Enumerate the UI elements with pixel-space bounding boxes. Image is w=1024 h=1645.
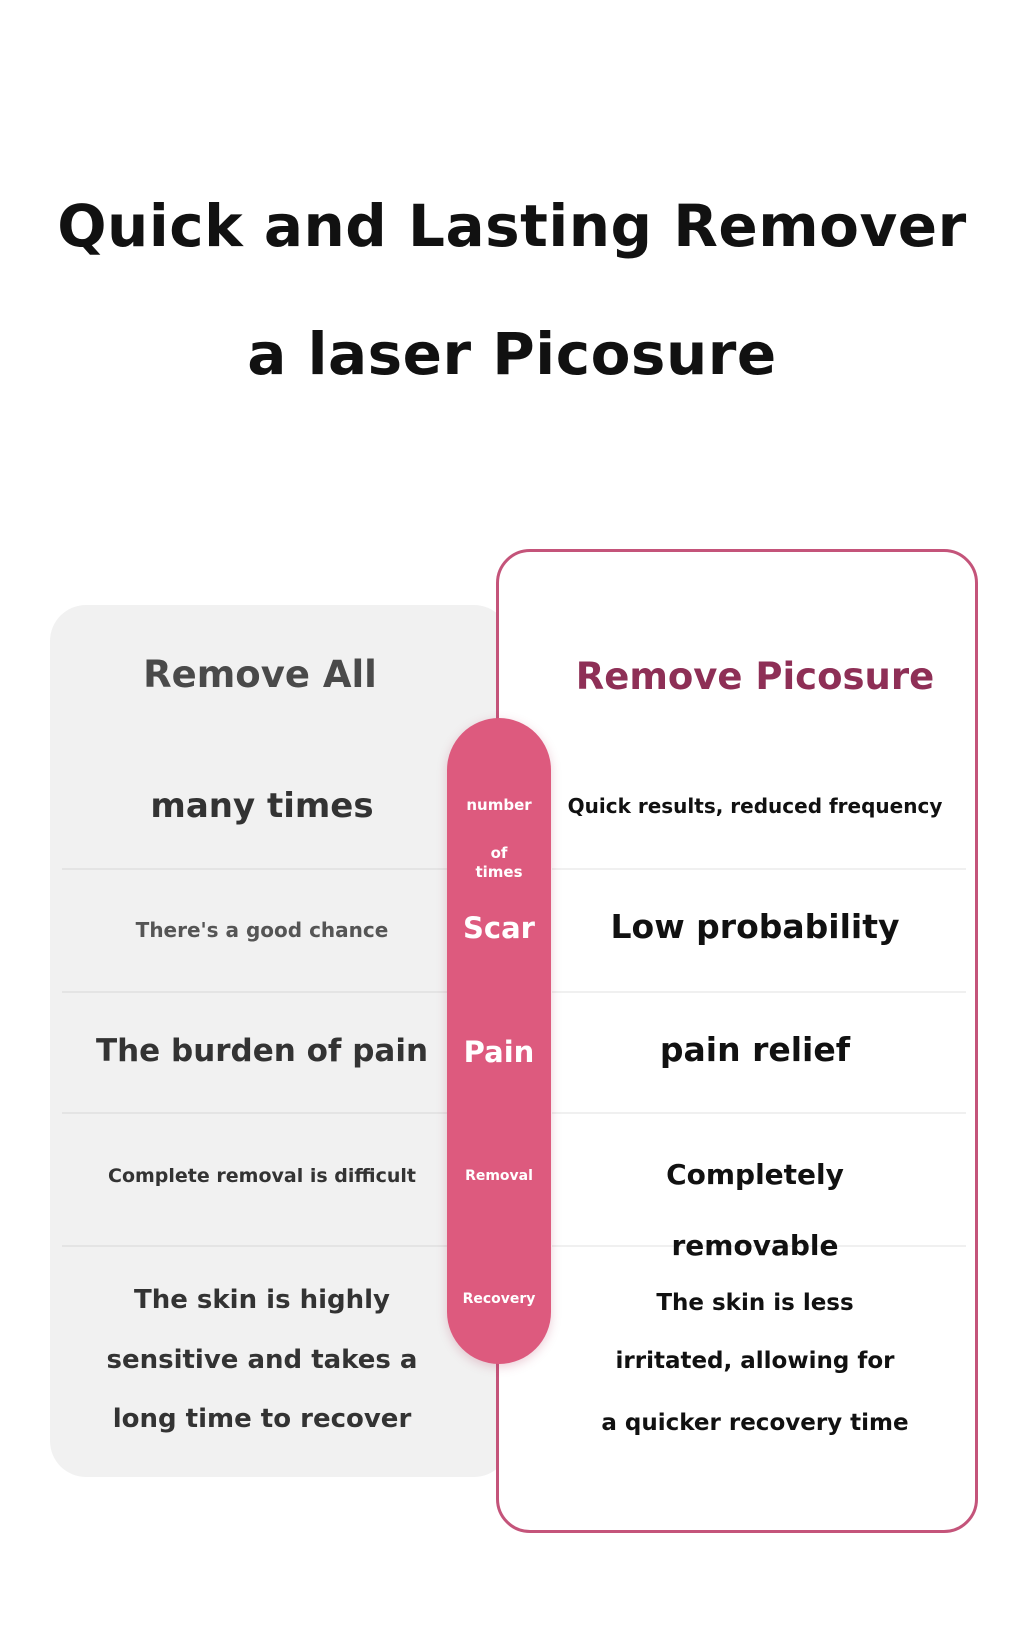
remove-all-heading: Remove All [143,653,377,696]
row-divider [62,991,462,993]
row-divider [552,868,966,870]
page-subtitle: a laser Picosure [247,320,777,388]
category-label-recovery: Recovery [462,1291,536,1307]
category-label-removal: Removal [465,1168,533,1184]
remove-all-scar-value: There's a good chance [135,918,389,942]
picosure-pain-value: pain relief [659,1030,851,1069]
category-label-number: number [466,796,532,814]
remove-all-panel [50,605,510,1477]
category-label-of: of [490,844,508,862]
row-divider [552,991,966,993]
row-divider [62,1245,462,1247]
picosure-recovery-line: a quicker recovery time [601,1410,909,1436]
category-label-times: times [475,863,523,881]
remove-all-recovery-line: long time to recover [112,1404,412,1434]
remove-all-pain-value: The burden of pain [95,1033,429,1069]
row-divider [552,1112,966,1114]
row-divider [552,1245,966,1247]
remove-all-removal-value: Complete removal is difficult [108,1165,416,1187]
picosure-scar-value: Low probability [610,907,900,946]
remove-picosure-heading: Remove Picosure [575,655,935,698]
category-label-scar: Scar [463,911,535,945]
remove-picosure-panel [496,549,978,1533]
page-title: Quick and Lasting Remover [57,192,967,260]
picosure-recovery-line: The skin is less [656,1290,854,1316]
remove-all-times-value: many times [150,786,374,826]
category-label-pain: Pain [463,1035,535,1069]
remove-all-recovery-line: sensitive and takes a [106,1345,418,1375]
picosure-times-value: Quick results, reduced frequency [567,794,943,818]
picosure-recovery-line: irritated, allowing for [615,1348,895,1374]
row-divider [62,868,462,870]
category-pill [447,718,551,1364]
remove-all-recovery-line: The skin is highly [133,1285,390,1315]
row-divider [62,1112,462,1114]
picosure-removal-line: Completely [666,1158,844,1191]
picosure-removal-line: removable [671,1229,839,1262]
